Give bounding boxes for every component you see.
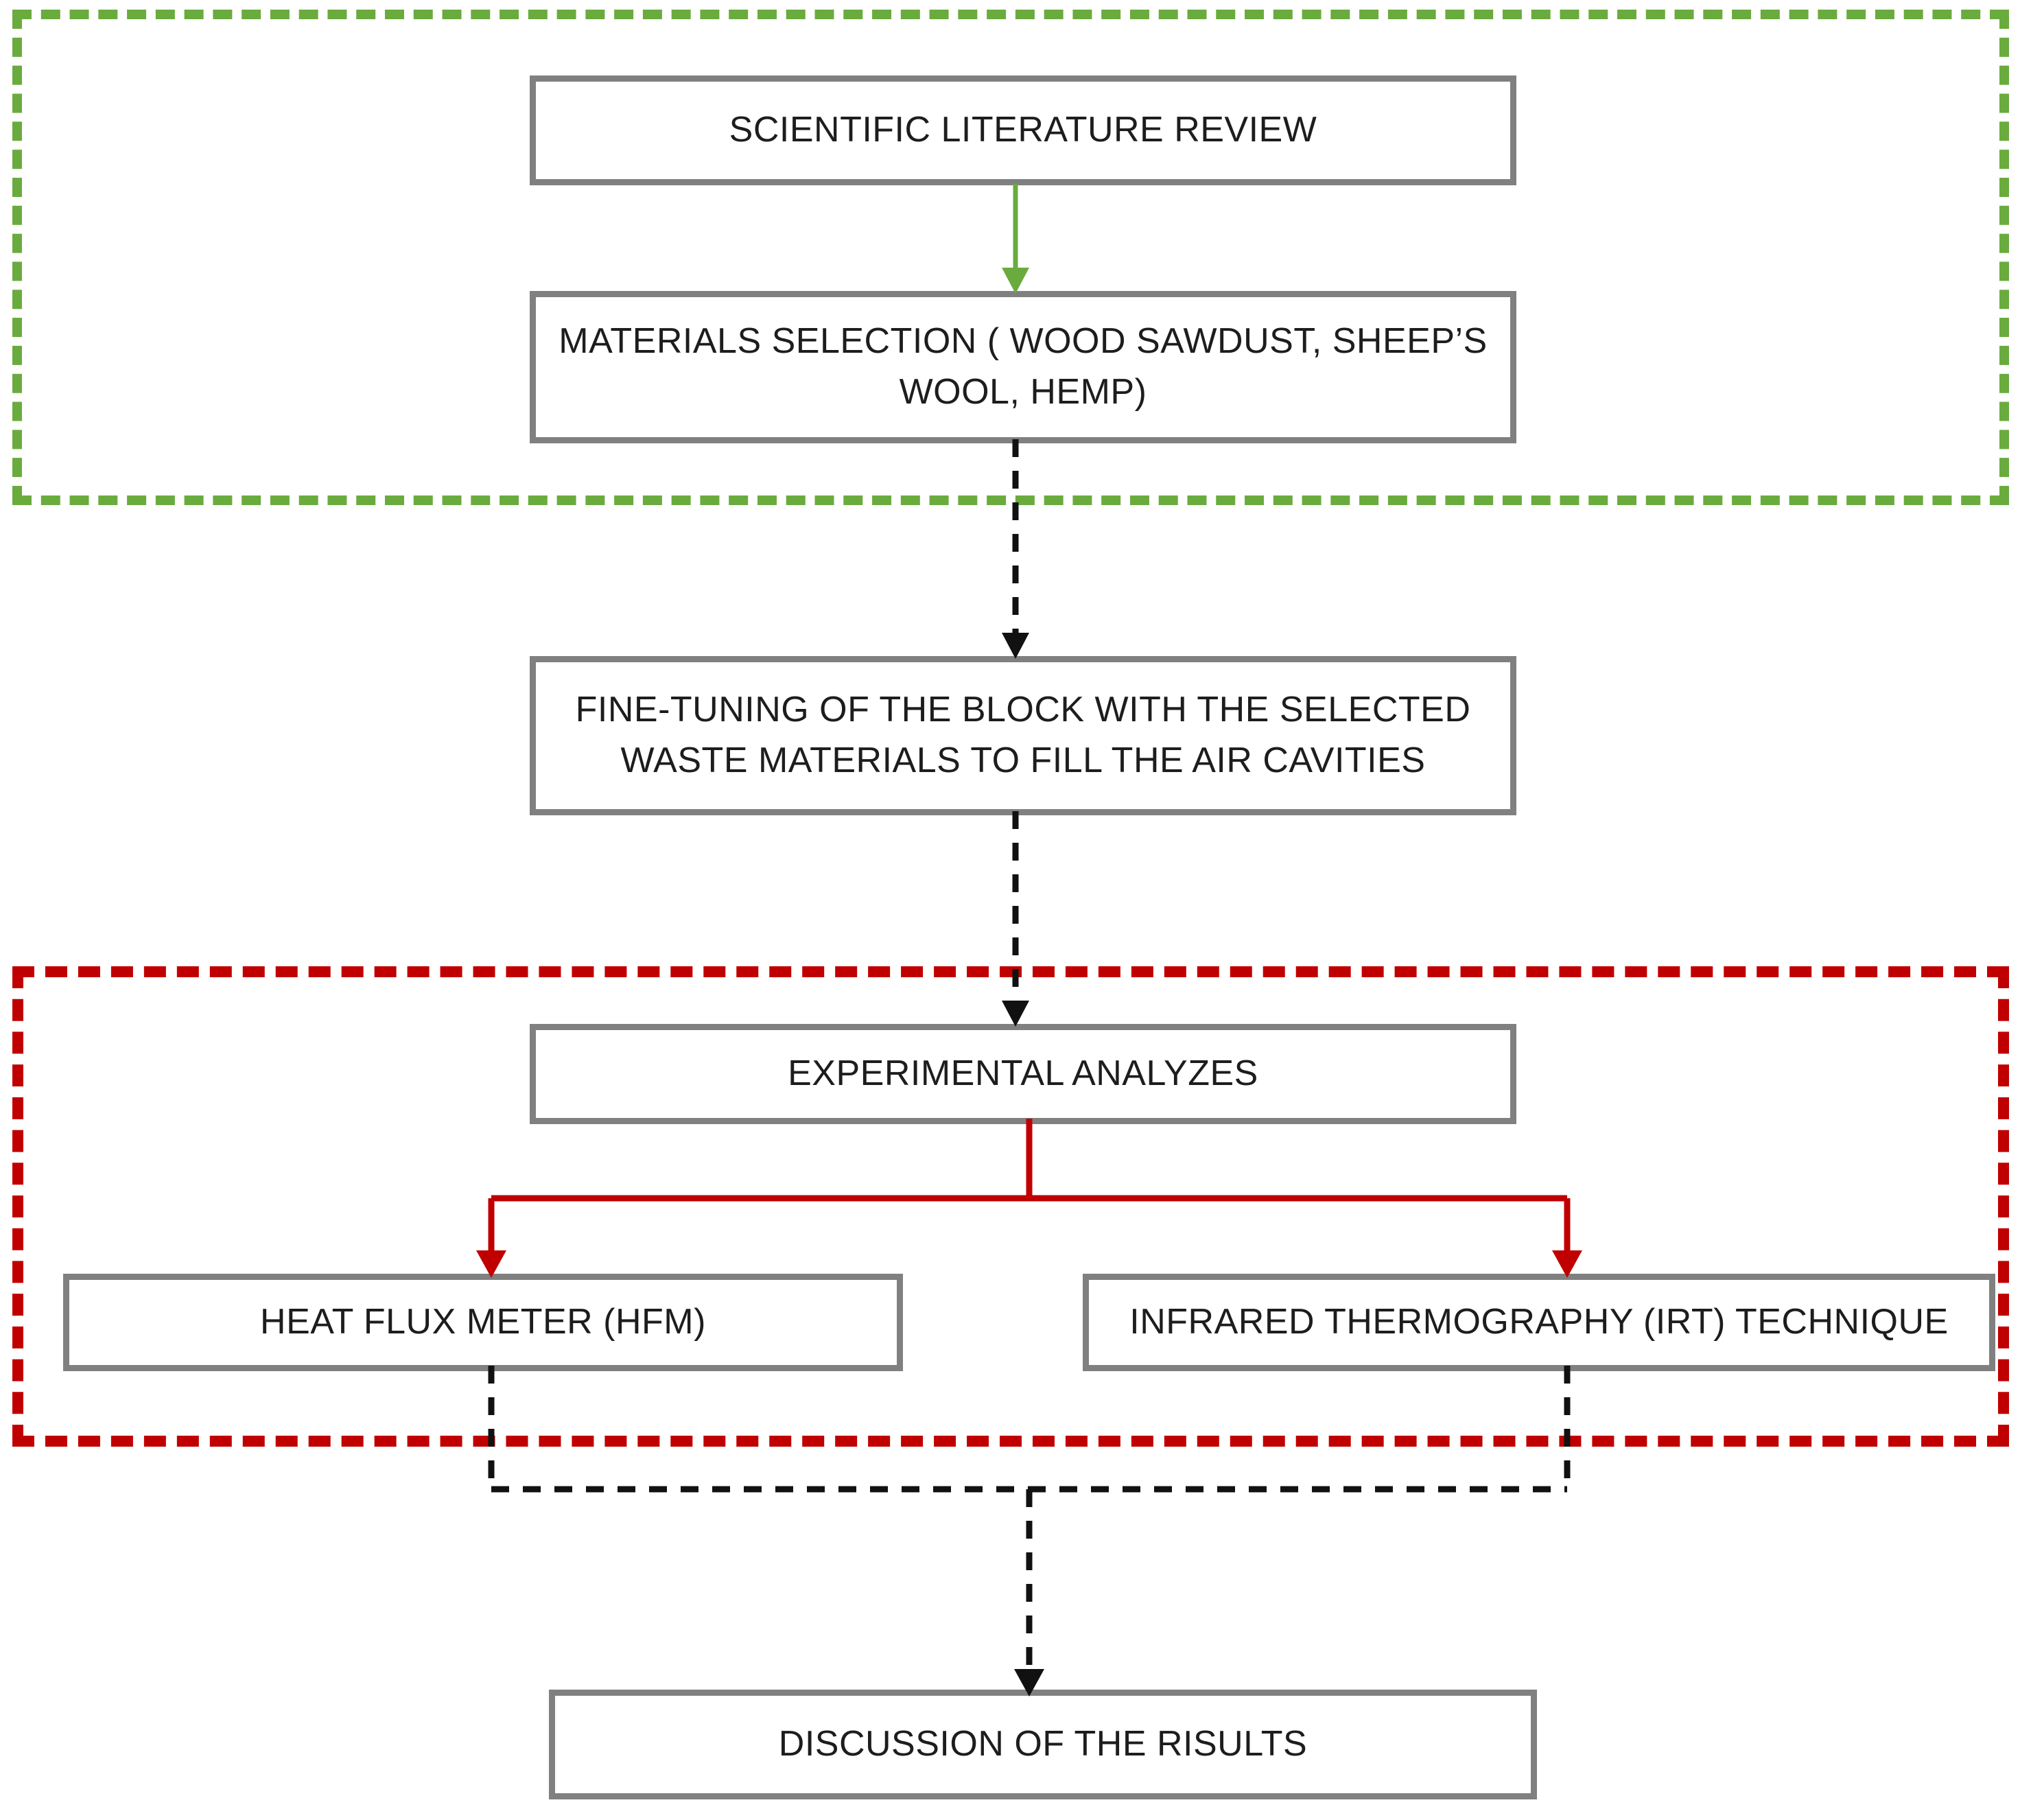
node-experimental-analyzes[interactable]: EXPERIMENTAL ANALYZES: [530, 1024, 1516, 1124]
connector-dashed-arrow-materials-to-finetuning: [1002, 439, 1029, 659]
node-label: FINE-TUNING OF THE BLOCK WITH THE SELECT…: [575, 690, 1471, 780]
connector-dashed-arrow-finetuning-to-experimental: [1002, 811, 1029, 1027]
node-label: SCIENTIFIC LITERATURE REVIEW: [729, 110, 1317, 150]
node-label: MATERIALS SELECTION ( WOOD SAWDUST, SHEE…: [559, 321, 1488, 412]
node-materials-selection[interactable]: MATERIALS SELECTION ( WOOD SAWDUST, SHEE…: [530, 291, 1516, 443]
node-infrared-thermography-technique[interactable]: INFRARED THERMOGRAPHY (IRT) TECHNIQUE: [1083, 1274, 1995, 1371]
node-heat-flux-meter[interactable]: HEAT FLUX METER (HFM): [63, 1274, 903, 1371]
connector-dashed-merge-methods-to-discussion: [488, 1366, 1571, 1696]
node-discussion-of-the-risults[interactable]: DISCUSSION OF THE RISULTS: [549, 1690, 1537, 1799]
node-fine-tuning-of-the-block[interactable]: FINE-TUNING OF THE BLOCK WITH THE SELECT…: [530, 656, 1516, 815]
node-label: DISCUSSION OF THE RISULTS: [778, 1724, 1308, 1764]
connector-arrow-literature-to-materials: [1002, 184, 1029, 294]
node-scientific-literature-review[interactable]: SCIENTIFIC LITERATURE REVIEW: [530, 75, 1516, 185]
node-label: EXPERIMENTAL ANALYZES: [788, 1053, 1258, 1094]
node-label: INFRARED THERMOGRAPHY (IRT) TECHNIQUE: [1129, 1302, 1949, 1342]
node-label: HEAT FLUX METER (HFM): [260, 1302, 706, 1342]
connector-red-split-experimental-to-methods: [476, 1119, 1582, 1278]
